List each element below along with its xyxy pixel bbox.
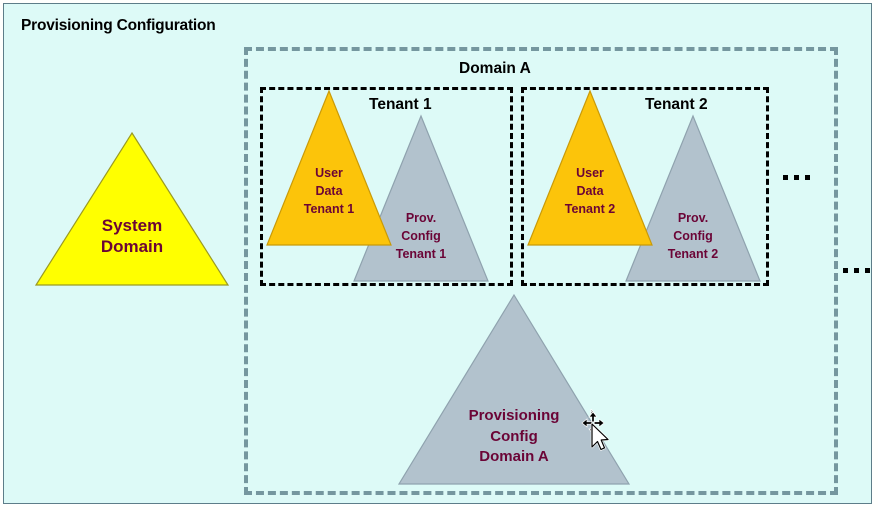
prov-config-domain-a-shape <box>397 293 631 485</box>
tenant-2-label: Tenant 2 <box>645 96 708 113</box>
user-data-tenant-2-shape <box>527 89 653 246</box>
ellipsis-dot <box>854 268 859 273</box>
domain-a-box[interactable] <box>244 47 838 495</box>
tenant-box-2[interactable] <box>521 87 769 286</box>
diagram-surface: Provisioning Configuration System Domain… <box>3 3 872 504</box>
user-data-tenant-1-shape <box>266 89 392 246</box>
domain-a-label: Domain A <box>459 60 531 77</box>
tenant-box-1[interactable] <box>260 87 513 286</box>
prov-config-domain-a-triangle[interactable]: Provisioning Config Domain A <box>397 293 631 485</box>
ellipsis-more-domains <box>843 268 870 273</box>
ellipsis-dot <box>865 268 870 273</box>
ellipsis-dot <box>805 175 810 180</box>
user-data-tenant-1-triangle[interactable]: User Data Tenant 1 <box>266 89 392 246</box>
page-title: Provisioning Configuration <box>21 17 216 34</box>
ellipsis-dot <box>843 268 848 273</box>
user-data-tenant-2-triangle[interactable]: User Data Tenant 2 <box>527 89 653 246</box>
system-domain-triangle[interactable]: System Domain <box>34 131 230 286</box>
ellipsis-more-tenants <box>783 175 810 180</box>
ellipsis-dot <box>783 175 788 180</box>
prov-config-tenant-2-shape <box>625 114 761 282</box>
ellipsis-dot <box>794 175 799 180</box>
system-domain-shape <box>34 131 230 286</box>
tenant-1-label: Tenant 1 <box>369 96 432 113</box>
